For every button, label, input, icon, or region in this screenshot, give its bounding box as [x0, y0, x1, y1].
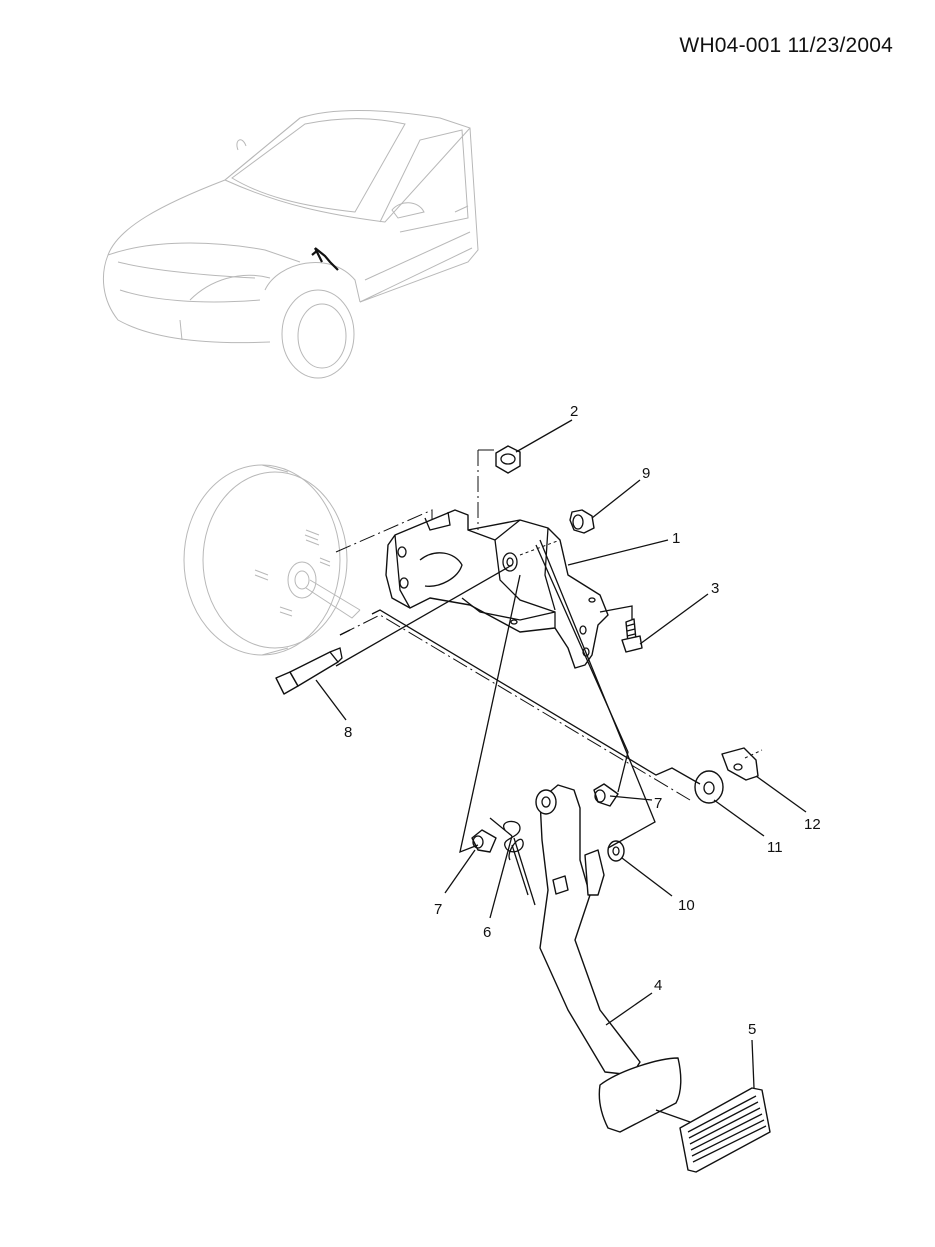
- callout-5: 5: [748, 1021, 756, 1038]
- diagram-code: WH04-001: [679, 34, 782, 57]
- clip-part-12: [721, 747, 759, 781]
- leader-lines: [315, 419, 807, 1089]
- nut-part-9: [569, 509, 595, 534]
- assembly-lines: [335, 449, 763, 1123]
- bolt-part-3: [621, 618, 643, 653]
- bushing-part-7-lower: [471, 829, 497, 853]
- pedal-pad-part-5: [679, 1087, 771, 1173]
- diagram-header: WH04-001 11/23/2004: [679, 34, 893, 58]
- pedal-pad-mount: [598, 1057, 682, 1133]
- brake-pedal-arm-part-4: [535, 784, 641, 1076]
- nut-part-2: [495, 445, 521, 474]
- diagram-date: 11/23/2004: [787, 34, 893, 57]
- callout-3: 3: [711, 580, 719, 597]
- callout-6: 6: [483, 924, 491, 941]
- bushing-part-7-upper: [593, 783, 619, 807]
- callout-7-upper: 7: [654, 795, 662, 812]
- callout-8: 8: [344, 724, 352, 741]
- callout-labels: 2 9 1 3 8 7 12 11 7 10 6 4 5: [344, 403, 821, 1038]
- pedal-bracket: [385, 509, 609, 669]
- callout-7-lower: 7: [434, 901, 442, 918]
- callout-9: 9: [642, 465, 650, 482]
- callout-1: 1: [672, 530, 680, 547]
- pivot-bolt-part-8: [275, 647, 343, 695]
- vehicle-locator-illustration: [102, 110, 479, 379]
- callout-10: 10: [678, 897, 695, 914]
- brake-booster-ghost: [183, 464, 361, 656]
- callout-4: 4: [654, 977, 662, 994]
- washer-part-11: [694, 770, 724, 804]
- callout-2: 2: [570, 403, 578, 420]
- return-spring-part-6: [489, 817, 536, 906]
- callout-12: 12: [804, 816, 821, 833]
- callout-11: 11: [767, 839, 783, 856]
